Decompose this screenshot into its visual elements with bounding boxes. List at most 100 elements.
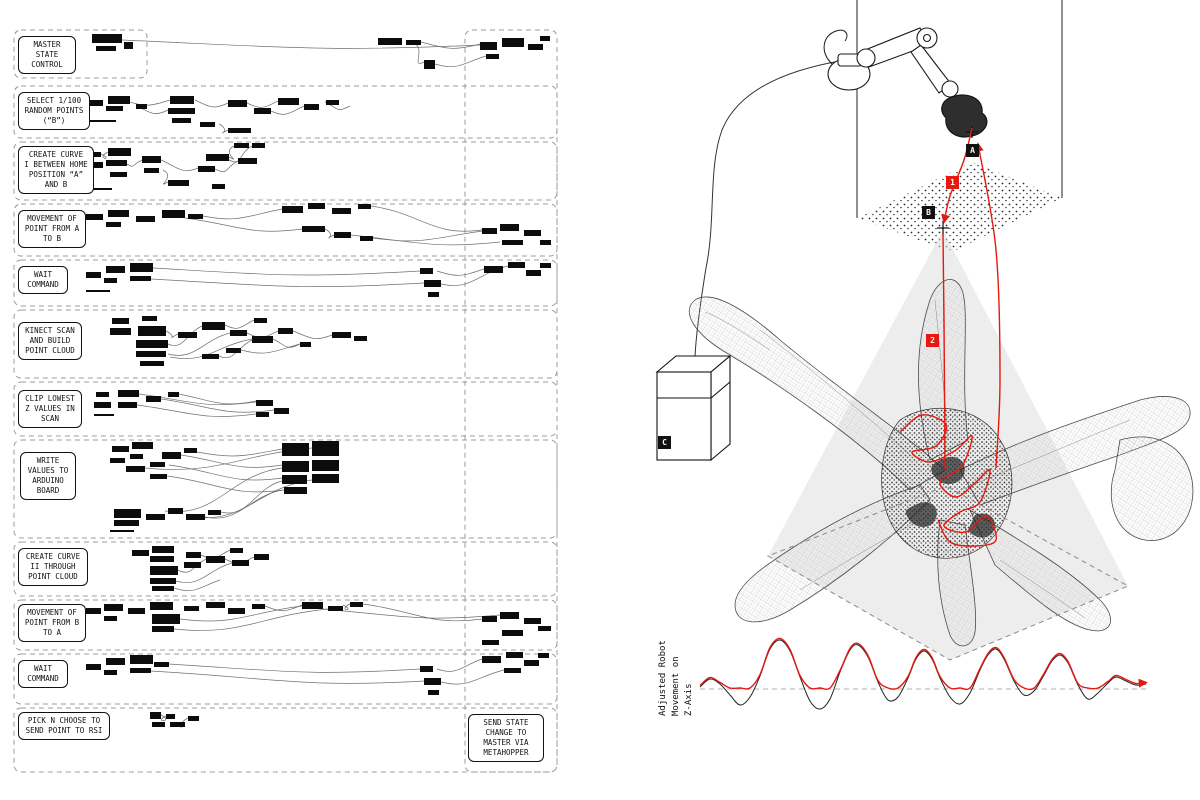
gh-component <box>230 548 243 553</box>
gh-component <box>198 166 215 172</box>
gh-component <box>124 42 133 49</box>
gh-component <box>184 562 201 568</box>
gh-component <box>502 630 523 636</box>
gh-component <box>332 332 351 338</box>
gh-component <box>86 608 101 614</box>
gh-component <box>480 42 497 50</box>
gh-component <box>86 290 110 292</box>
gh-component <box>110 328 131 335</box>
wave-label-line-2: Movement on <box>671 656 682 716</box>
held-scan-object <box>941 94 988 138</box>
gh-component <box>378 38 402 45</box>
gh-component <box>504 668 521 673</box>
gh-component <box>94 414 114 416</box>
gh-component <box>128 608 145 614</box>
gh-component <box>110 530 134 532</box>
gh-component <box>106 658 125 665</box>
gh-component <box>328 606 343 611</box>
gh-component <box>420 666 433 672</box>
gh-component <box>208 510 221 515</box>
gh-component <box>538 653 549 658</box>
adjusted-z-curve <box>699 637 1148 691</box>
gh-component <box>150 602 173 610</box>
gh-component <box>138 326 166 336</box>
gh-component <box>178 332 197 338</box>
gh-component <box>86 214 103 220</box>
gh-component <box>96 392 109 397</box>
group-label-send-state-change: SEND STATE CHANGE TO MASTER VIA METAHOPP… <box>468 714 544 762</box>
gh-component <box>228 128 251 133</box>
gh-component <box>168 392 179 397</box>
gh-component <box>304 104 319 110</box>
gh-component <box>140 361 164 366</box>
gh-component <box>502 38 524 47</box>
gh-component <box>110 172 127 177</box>
gh-component <box>142 316 157 321</box>
group-label-select-random-points: SELECT 1/100 RANDOM POINTS (“B”) <box>18 92 90 130</box>
gh-component <box>170 96 194 104</box>
gh-component <box>206 556 225 563</box>
gh-component <box>150 556 174 562</box>
gh-component <box>144 168 159 173</box>
marker-2: 2 <box>926 334 939 347</box>
robot-cable-curl <box>823 29 848 65</box>
gh-component <box>108 148 131 156</box>
gh-component <box>312 441 339 456</box>
kinect-scan-plane <box>858 162 1062 252</box>
gh-component <box>226 348 241 353</box>
gh-component <box>130 668 151 673</box>
component-blocks <box>86 34 551 727</box>
gh-component <box>312 474 339 483</box>
group-label-master-state-control: MASTER STATE CONTROL <box>18 36 76 74</box>
gh-component <box>184 448 197 453</box>
gh-component <box>424 678 441 685</box>
gh-component <box>254 318 267 323</box>
gh-component <box>232 560 249 566</box>
gh-component <box>300 342 311 347</box>
gh-component <box>150 566 178 575</box>
gh-component <box>308 203 325 209</box>
gh-component <box>130 655 153 664</box>
gh-component <box>118 402 137 408</box>
gh-component <box>354 336 367 341</box>
gh-component <box>360 236 373 241</box>
gh-component <box>106 222 121 227</box>
path-return-up <box>974 142 1001 469</box>
marker-c: C <box>658 436 671 449</box>
gh-component <box>482 640 499 645</box>
marker-b: B <box>922 206 935 219</box>
gh-component <box>538 626 551 631</box>
gh-component <box>256 412 269 417</box>
gh-component <box>106 160 127 166</box>
z-axis-wave-chart <box>699 637 1148 710</box>
gh-component <box>424 280 441 287</box>
group-label-pick-n-choose: PICK N CHOOSE TO SEND POINT TO RSI <box>18 712 110 740</box>
gh-component <box>274 408 289 414</box>
gh-component <box>106 266 125 273</box>
component-wires <box>100 39 509 728</box>
gh-component <box>334 232 351 238</box>
gh-component <box>86 664 101 670</box>
group-label-write-arduino: WRITE VALUES TO ARDUINO BOARD <box>20 452 76 500</box>
gh-component <box>200 122 215 127</box>
group-label-create-curve-ii: CREATE CURVE II THROUGH POINT CLOUD <box>18 548 88 586</box>
gh-component <box>228 100 247 107</box>
group-label-kinect-scan: KINECT SCAN AND BUILD POINT CLOUD <box>18 322 82 360</box>
gh-component <box>92 34 122 43</box>
gh-component <box>170 722 185 727</box>
gh-component <box>428 292 439 297</box>
gh-component <box>104 278 117 283</box>
gh-component <box>350 602 363 607</box>
gh-component <box>428 690 439 695</box>
gh-component <box>184 606 199 611</box>
gh-component <box>540 240 551 245</box>
gh-component <box>206 602 225 608</box>
gh-component <box>88 152 101 157</box>
gh-component <box>252 604 265 609</box>
gh-component <box>132 550 149 556</box>
gh-component <box>500 612 519 619</box>
gh-component <box>312 460 339 471</box>
scan-scribble <box>899 414 997 547</box>
gh-component <box>186 514 205 520</box>
